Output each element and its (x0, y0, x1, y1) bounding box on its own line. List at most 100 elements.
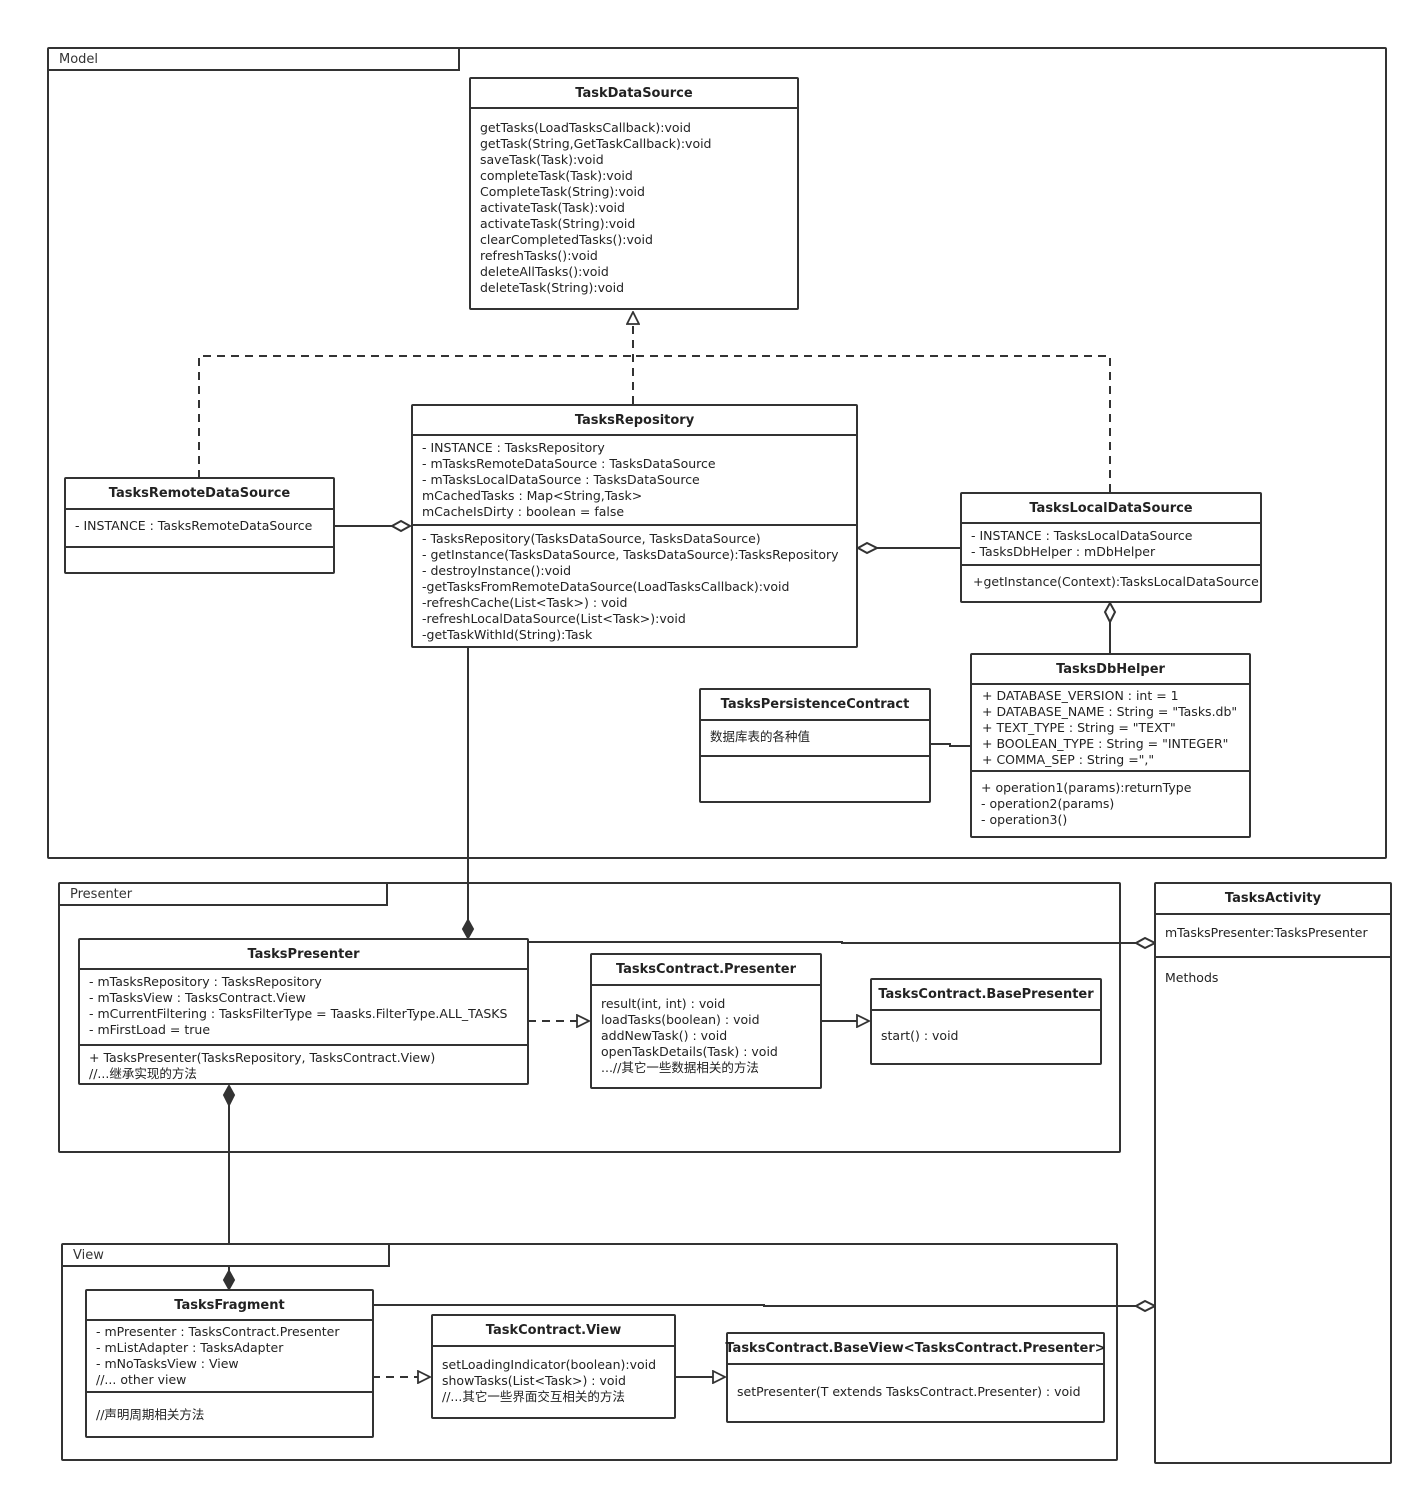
class-title: TasksContract.BaseView<TasksContract.Pre… (725, 1334, 1106, 1365)
class-title: TaskContract.View (433, 1316, 674, 1347)
method: Methods (1165, 970, 1219, 985)
method: activateTask(Task):void (480, 200, 625, 215)
attribute: - mNoTasksView : View (96, 1356, 239, 1371)
method: deleteAllTasks():void (480, 264, 609, 279)
method: getTasks(LoadTasksCallback):void (480, 120, 691, 135)
attribute: mTasksPresenter:TasksPresenter (1165, 925, 1368, 940)
method: + operation1(params):returnType (981, 780, 1192, 795)
class-tasks-contract-base-view[interactable]: TasksContract.BaseView<TasksContract.Pre… (725, 1332, 1106, 1423)
attribute: - TasksDbHelper : mDbHelper (971, 544, 1156, 559)
methods-section: result(int, int) : void loadTasks(boolea… (592, 986, 820, 1087)
method: //...继承实现的方法 (89, 1066, 197, 1081)
attributes-section: - INSTANCE : TasksLocalDataSource - Task… (962, 524, 1260, 566)
attribute: + COMMA_SEP : String ="," (982, 752, 1155, 767)
methods-section: - TasksRepository(TasksDataSource, Tasks… (413, 526, 856, 646)
attribute: - mTasksLocalDataSource : TasksDataSourc… (422, 472, 700, 487)
view-frame-label: View (63, 1245, 390, 1267)
class-tasks-local-data-source[interactable]: TasksLocalDataSource - INSTANCE : TasksL… (960, 492, 1262, 603)
attribute: + DATABASE_NAME : String = "Tasks.db" (982, 704, 1238, 719)
method: - TasksRepository(TasksDataSource, Tasks… (422, 531, 761, 546)
attribute: - mTasksRemoteDataSource : TasksDataSour… (422, 456, 716, 471)
attributes-section: - INSTANCE : TasksRemoteDataSource (66, 510, 333, 548)
attributes-section: - INSTANCE : TasksRepository - mTasksRem… (413, 436, 856, 526)
class-tasks-contract-base-presenter[interactable]: TasksContract.BasePresenter start() : vo… (870, 978, 1102, 1065)
class-tasks-activity[interactable]: TasksActivity mTasksPresenter:TasksPrese… (1154, 882, 1392, 1464)
method: -refreshLocalDataSource(List<Task>):void (422, 611, 686, 626)
class-title: TaskDataSource (471, 79, 797, 109)
aggregation-diamond-remote (389, 519, 413, 533)
aggregation-diamond-local (855, 541, 880, 555)
class-title: TasksLocalDataSource (962, 494, 1260, 524)
composition-diamond-presenter-top (222, 1083, 236, 1108)
view-frame: View (61, 1243, 1118, 1461)
class-tasks-repository[interactable]: TasksRepository - INSTANCE : TasksReposi… (411, 404, 858, 648)
method: - destroyInstance():void (422, 563, 572, 578)
method: - operation2(params) (981, 796, 1115, 811)
methods-section: //声明周期相关方法 (87, 1393, 372, 1436)
attributes-section: mTasksPresenter:TasksPresenter (1156, 915, 1390, 958)
attribute: - INSTANCE : TasksLocalDataSource (971, 528, 1193, 543)
methods-section (66, 548, 333, 572)
attributes-section: - mTasksRepository : TasksRepository - m… (80, 970, 527, 1046)
attribute: 数据库表的各种值 (710, 729, 811, 744)
method: result(int, int) : void (601, 996, 726, 1011)
method: deleteTask(String):void (480, 280, 625, 295)
method: addNewTask() : void (601, 1028, 728, 1043)
method: - operation3() (981, 812, 1068, 827)
presenter-frame: Presenter (58, 882, 1121, 1153)
attribute: //... other view (96, 1372, 187, 1387)
class-title: TasksDbHelper (972, 655, 1249, 685)
attribute: - INSTANCE : TasksRemoteDataSource (75, 518, 313, 533)
association-edge-persistence (930, 743, 970, 747)
method: saveTask(Task):void (480, 152, 604, 167)
model-frame: Model (47, 47, 1387, 859)
attribute: + DATABASE_VERSION : int = 1 (982, 688, 1179, 703)
method: activateTask(String):void (480, 216, 636, 231)
methods-section: Methods (1156, 958, 1390, 1462)
class-tasks-contract-presenter[interactable]: TasksContract.Presenter result(int, int)… (590, 953, 822, 1089)
method: ...//其它一些数据相关的方法 (601, 1060, 759, 1075)
class-tasks-remote-data-source[interactable]: TasksRemoteDataSource - INSTANCE : Tasks… (64, 477, 335, 574)
class-tasks-fragment[interactable]: TasksFragment - mPresenter : TasksContra… (85, 1289, 374, 1438)
class-tasks-persistence-contract[interactable]: TasksPersistenceContract 数据库表的各种值 (699, 688, 931, 803)
attributes-section: - mPresenter : TasksContract.Presenter -… (87, 1321, 372, 1393)
method: -refreshCache(List<Task>) : void (422, 595, 628, 610)
class-task-data-source[interactable]: TaskDataSource getTasks(LoadTasksCallbac… (469, 77, 799, 310)
method: CompleteTask(String):void (480, 184, 645, 199)
model-frame-label: Model (49, 49, 460, 71)
aggregation-diamond-activity-presenter (1133, 936, 1158, 950)
method: -getTaskWithId(String):Task (422, 627, 593, 642)
method: openTaskDetails(Task) : void (601, 1044, 778, 1059)
method: +getInstance(Context):TasksLocalDataSour… (973, 574, 1259, 589)
class-title: TasksActivity (1156, 884, 1390, 915)
method: completeTask(Task):void (480, 168, 633, 183)
class-task-contract-view[interactable]: TaskContract.View setLoadingIndicator(bo… (431, 1314, 676, 1419)
attributes-section: + DATABASE_VERSION : int = 1 + DATABASE_… (972, 685, 1249, 772)
method: setLoadingIndicator(boolean):void (442, 1357, 657, 1372)
attributes-section: 数据库表的各种值 (701, 721, 929, 757)
method: + TasksPresenter(TasksRepository, TasksC… (89, 1050, 436, 1065)
aggregation-edge-presenter-activity (528, 941, 1136, 944)
method: getTask(String,GetTaskCallback):void (480, 136, 712, 151)
methods-section: getTasks(LoadTasksCallback):void getTask… (471, 109, 797, 308)
method: refreshTasks():void (480, 248, 598, 263)
method: clearCompletedTasks():void (480, 232, 653, 247)
attribute: - INSTANCE : TasksRepository (422, 440, 605, 455)
attribute: - mTasksRepository : TasksRepository (89, 974, 322, 989)
presenter-frame-label: Presenter (60, 884, 388, 906)
class-title: TasksContract.BasePresenter (872, 980, 1100, 1011)
method: loadTasks(boolean) : void (601, 1012, 760, 1027)
methods-section: setPresenter(T extends TasksContract.Pre… (728, 1365, 1103, 1421)
methods-section: + TasksPresenter(TasksRepository, TasksC… (80, 1046, 527, 1083)
realization-edge-remote (198, 355, 633, 478)
class-title: TasksRepository (413, 406, 856, 436)
methods-section: +getInstance(Context):TasksLocalDataSour… (962, 566, 1260, 601)
class-tasks-presenter[interactable]: TasksPresenter - mTasksRepository : Task… (78, 938, 529, 1085)
attribute: + TEXT_TYPE : String = "TEXT" (982, 720, 1176, 735)
aggregation-edge-fragment-activity (372, 1304, 1136, 1307)
method: - getInstance(TasksDataSource, TasksData… (422, 547, 839, 562)
class-tasks-db-helper[interactable]: TasksDbHelper + DATABASE_VERSION : int =… (970, 653, 1251, 838)
class-title: TasksRemoteDataSource (66, 479, 333, 510)
attribute: mCachedTasks : Map<String,Task> (422, 488, 643, 503)
